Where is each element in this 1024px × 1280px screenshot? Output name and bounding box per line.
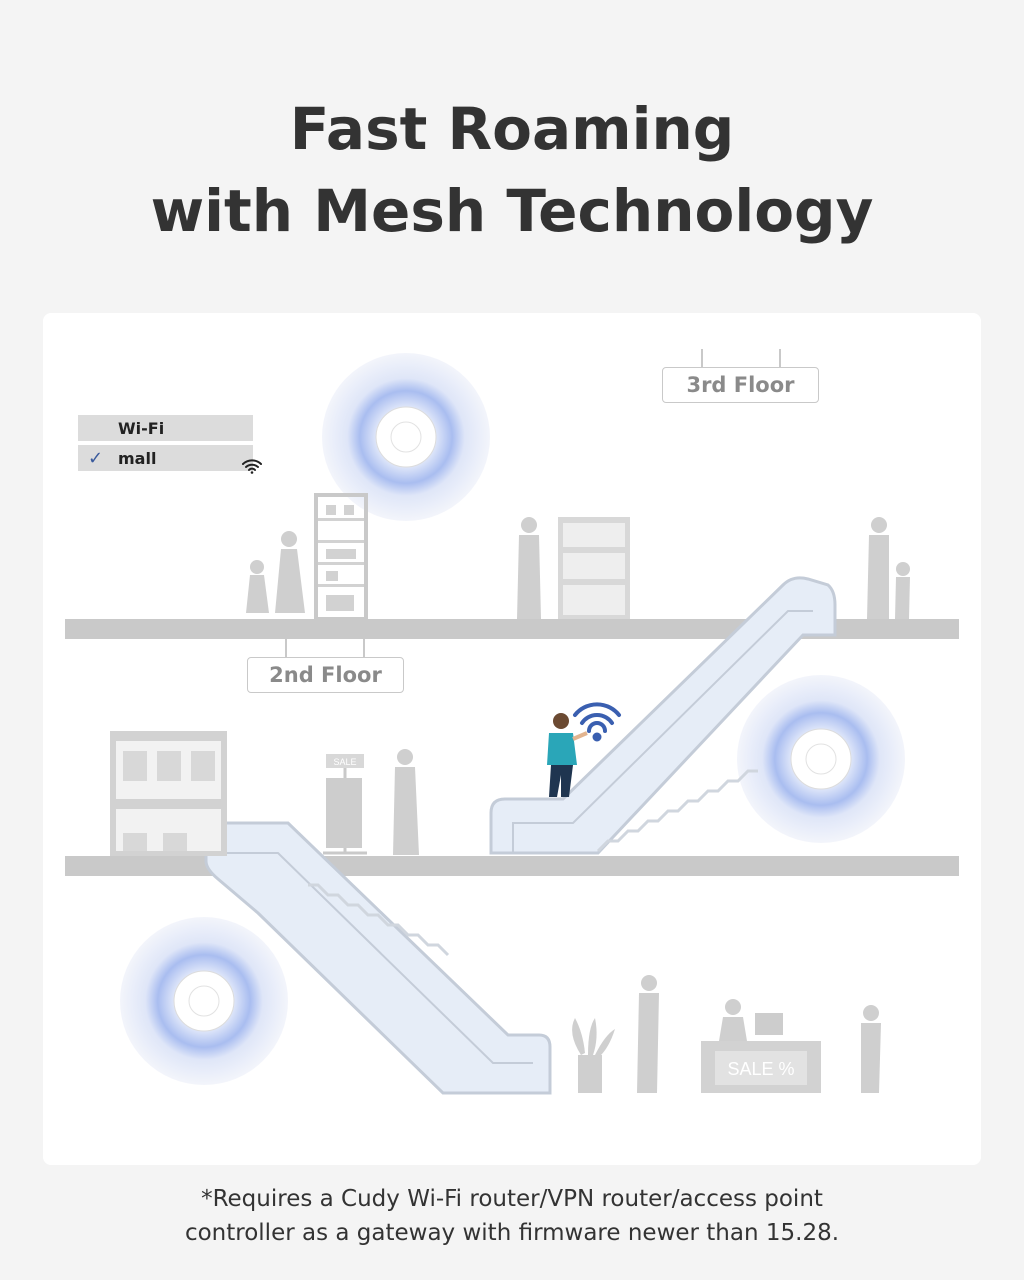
sale-counter-label: SALE % — [727, 1059, 794, 1079]
footnote: *Requires a Cudy Wi-Fi router/VPN router… — [0, 1182, 1024, 1250]
floor-label-3rd: 3rd Floor — [662, 367, 819, 403]
access-point-top — [322, 353, 490, 521]
check-icon: ✓ — [88, 447, 104, 469]
floor-label-2nd: 2nd Floor — [247, 657, 404, 693]
footnote-line-2: controller as a gateway with firmware ne… — [184, 1220, 840, 1246]
shoppers-silhouettes — [246, 517, 910, 1093]
access-point-right — [737, 675, 905, 843]
wifi-header-row: Wi-Fi — [78, 415, 253, 441]
footnote-line-1: *Requires a Cudy Wi-Fi router/VPN router… — [201, 1186, 823, 1212]
access-point-bottom — [120, 917, 288, 1085]
sale-rack: SALE — [323, 754, 367, 855]
wifi-header-label: Wi-Fi — [118, 418, 165, 438]
shelf-3rd-left — [314, 493, 368, 621]
plant — [572, 1018, 615, 1093]
roaming-user — [547, 713, 588, 797]
wifi-network-panel: Wi-Fi ✓ mall — [78, 415, 262, 474]
mall-illustration: SALE SALE % — [43, 313, 981, 1165]
clothing-display — [110, 731, 227, 856]
headline-line-2: with Mesh Technology — [150, 177, 874, 245]
escalator-upper — [489, 576, 837, 855]
headline: Fast Roaming with Mesh Technology — [0, 88, 1024, 252]
floor-slab-2 — [65, 856, 959, 876]
headline-line-1: Fast Roaming — [289, 95, 735, 163]
sale-counter: SALE % — [701, 1013, 821, 1093]
escalator-lower — [204, 821, 552, 1095]
shelf-3rd-right — [558, 517, 630, 619]
sale-rack-sign: SALE — [333, 757, 356, 767]
illustration-svg: SALE SALE % — [65, 349, 959, 1095]
wifi-network-name: mall — [118, 448, 157, 468]
wifi-signal-icon-user — [573, 702, 621, 742]
wifi-network-row[interactable]: ✓ mall — [78, 445, 262, 474]
